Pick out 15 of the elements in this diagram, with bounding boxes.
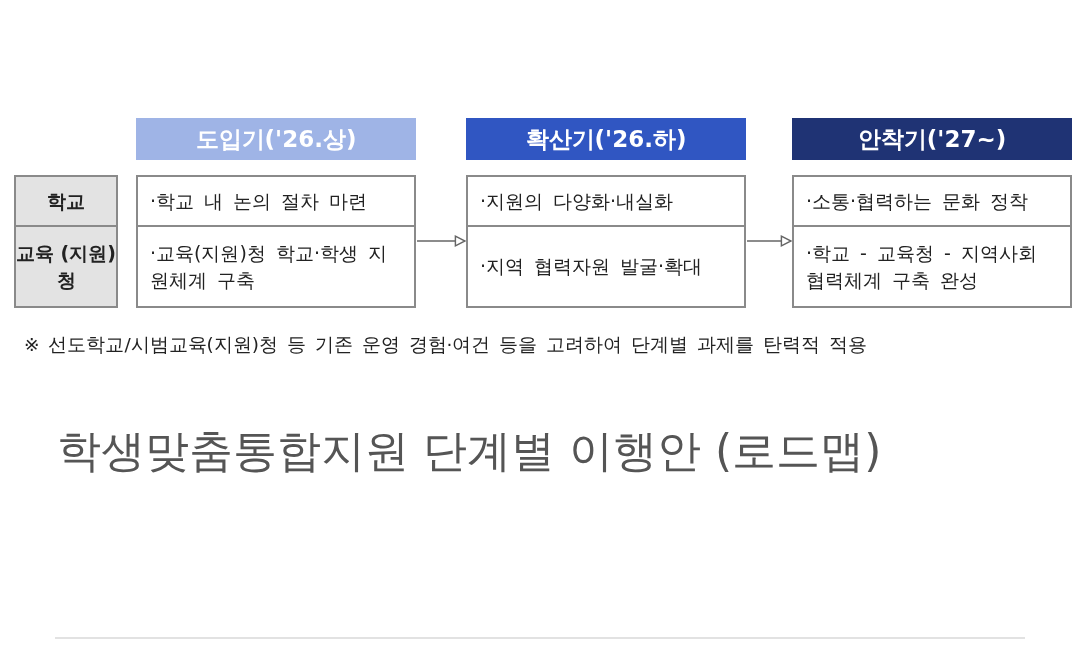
phase-header: 안착기('27~) bbox=[792, 118, 1072, 160]
phase-header: 확산기('26.하) bbox=[466, 118, 746, 160]
title: 학생맞춤통합지원 단계별 이행안 (로드맵) bbox=[57, 424, 883, 478]
arrow bbox=[416, 235, 466, 247]
arrow bbox=[746, 235, 792, 247]
row-header: 교육 (지원)청 bbox=[14, 225, 118, 308]
task-cell: ·학교 내 논의 절차 마련 bbox=[136, 175, 416, 227]
task-cell: ·소통·협력하는 문화 정착 bbox=[792, 175, 1072, 227]
task-cell: ·지원의 다양화·내실화 bbox=[466, 175, 746, 227]
task-cell: ·교육(지원)청 학교·학생 지원체계 구축 bbox=[136, 225, 416, 308]
task-cell: ·학교 - 교육청 - 지역사회 협력체계 구축 완성 bbox=[792, 225, 1072, 308]
row-header: 학교 bbox=[14, 175, 118, 227]
phase-header: 도입기('26.상) bbox=[136, 118, 416, 160]
footnote: ※ 선도학교/시범교육(지원)청 등 기존 운영 경험·여건 등을 고려하여 단계별 과제를 탄력적 적용 bbox=[24, 333, 867, 357]
task-cell: ·지역 협력자원 발굴·확대 bbox=[466, 225, 746, 308]
